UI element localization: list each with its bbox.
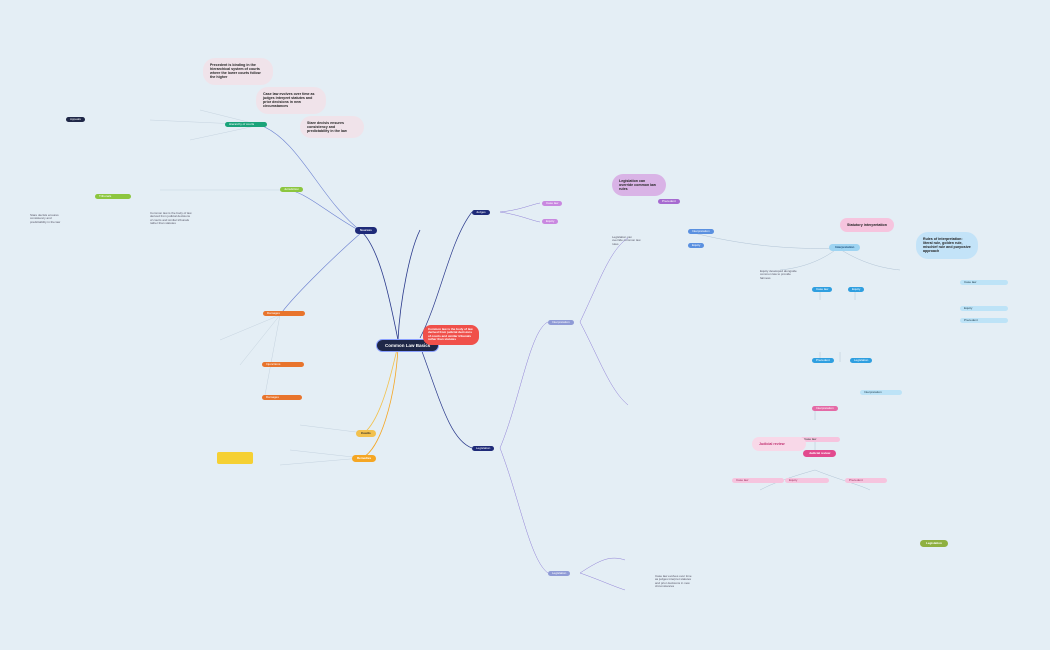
branch-line-courts: [363, 344, 399, 434]
callout-lower-pink[interactable]: Judicial review: [752, 437, 806, 452]
text-cluster-left-2: Stare decisis ensures consistency and pr…: [30, 213, 66, 224]
right-box-purple-3[interactable]: Precedent: [658, 199, 680, 205]
right-box-purple-2[interactable]: Equity: [542, 219, 559, 225]
text-cluster-right-1: Equity developed alongside common law to…: [760, 269, 800, 280]
text-cluster-label: Common law is the body of law derived fr…: [150, 211, 192, 226]
lightblue-tag-2[interactable]: Equity: [960, 306, 1008, 312]
blue-tag-4[interactable]: Legislation: [850, 358, 873, 364]
lightblue-tag-1[interactable]: Case law: [960, 280, 1008, 286]
branch-lower-right[interactable]: Legislation: [472, 446, 495, 452]
central-topic[interactable]: Common Law Basics: [376, 339, 440, 353]
olive-tag[interactable]: Legislation: [920, 540, 948, 548]
callout-right-purple[interactable]: Legislation can override common law rule…: [612, 174, 666, 197]
text-cluster-label: Equity developed alongside common law to…: [760, 269, 797, 280]
callout-right-pink[interactable]: Statutory interpretation: [840, 218, 894, 233]
lightblue-tag-3[interactable]: Precedent: [960, 318, 1008, 324]
text-cluster-label: Case law evolves over time as judges int…: [655, 574, 692, 589]
left-box-green[interactable]: Jurisdiction: [280, 187, 304, 193]
pink-tag-3[interactable]: Case law: [732, 478, 784, 484]
branch-sources[interactable]: Sources: [355, 227, 377, 235]
branch-line-judges: [397, 229, 421, 341]
left-box-orange-1[interactable]: Damages: [263, 311, 305, 317]
pink-tag-5[interactable]: Precedent: [845, 478, 887, 484]
right-box-blue-small-2[interactable]: Equity: [688, 243, 705, 249]
text-cluster-label: Legislation can override common law rule…: [612, 235, 641, 246]
callout-top-a[interactable]: Precedent is binding in the hierarchical…: [203, 58, 273, 85]
callout-top-b[interactable]: Case law evolves over time as judges int…: [256, 87, 326, 114]
hub-pink[interactable]: Judicial review: [803, 450, 837, 458]
text-cluster-right-3: Case law evolves over time as judges int…: [655, 574, 695, 589]
right-box-lower[interactable]: Legislation: [548, 571, 571, 577]
text-cluster-left-1: Common law is the body of law derived fr…: [150, 211, 192, 226]
left-box-greenbar[interactable]: Tribunals: [95, 194, 131, 200]
lightblue-tag-4[interactable]: Interpretation: [860, 390, 902, 396]
yellow-note[interactable]: [217, 452, 253, 464]
branch-judges[interactable]: Judges: [472, 210, 490, 216]
branch-remedies[interactable]: Remedies: [352, 455, 377, 463]
right-box-purple-1[interactable]: Case law: [542, 201, 563, 207]
branch-courts[interactable]: Courts: [356, 430, 376, 438]
branch-line-sources: [361, 231, 399, 341]
text-cluster-right-2: Legislation can override common law rule…: [612, 235, 642, 246]
intro-note[interactable]: Common law is the body of law derived fr…: [423, 325, 479, 345]
left-box-dark[interactable]: Appeals: [66, 117, 85, 123]
pink-tag-2[interactable]: Case law: [800, 437, 840, 443]
blue-tag-1[interactable]: Case law: [812, 287, 833, 293]
pink-tag-1[interactable]: Interpretation: [812, 406, 838, 412]
pink-tag-4[interactable]: Equity: [785, 478, 829, 484]
left-box-hierarchy[interactable]: Hierarchy of courts: [225, 122, 267, 128]
blue-tag-2[interactable]: Equity: [848, 287, 865, 293]
text-cluster-label: Stare decisis ensures consistency and pr…: [30, 213, 61, 224]
right-box-blue-small[interactable]: Interpretation: [688, 229, 714, 235]
left-box-orange-2[interactable]: Injunctions: [262, 362, 304, 368]
blue-tag-3[interactable]: Precedent: [812, 358, 834, 364]
hub-blue[interactable]: Interpretation: [829, 244, 861, 252]
branch-line-remedies: [361, 347, 399, 459]
callout-right-lightblue[interactable]: Rules of interpretation: literal rule, g…: [916, 232, 978, 259]
left-box-orange-3[interactable]: Damages: [262, 395, 302, 401]
right-box-interp[interactable]: Interpretation: [548, 320, 574, 326]
callout-top-c[interactable]: Stare decisis ensures consistency and pr…: [300, 116, 364, 139]
